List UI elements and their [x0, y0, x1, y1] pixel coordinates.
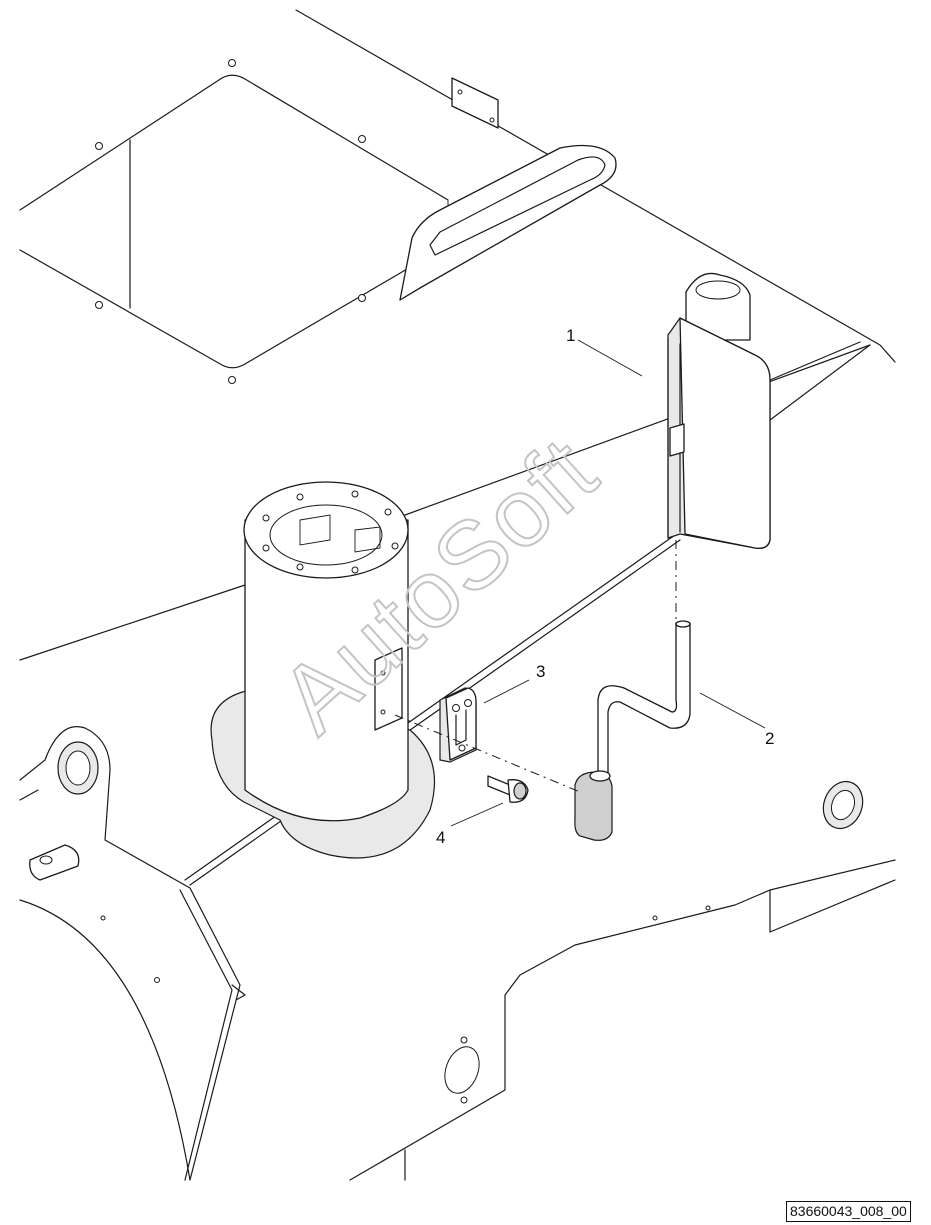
- part-1-cover: [667, 272, 771, 549]
- drawing-number-label: 83660043_008_00: [786, 1201, 911, 1222]
- callout-4: 4: [436, 828, 445, 847]
- grab-handle: [399, 144, 617, 301]
- assembly-centerlines: [394, 540, 677, 793]
- part-3-bracket: [439, 687, 477, 763]
- callout-2: 2: [765, 729, 774, 748]
- machine-frame: [19, 9, 896, 1181]
- callout-1: 1: [566, 326, 575, 345]
- steering-column-housing: [210, 481, 436, 859]
- part-2-crank-handle: [574, 620, 691, 841]
- callout-3: 3: [536, 662, 545, 681]
- leader-lines: [450, 339, 766, 827]
- part-4-bolt: [487, 775, 529, 803]
